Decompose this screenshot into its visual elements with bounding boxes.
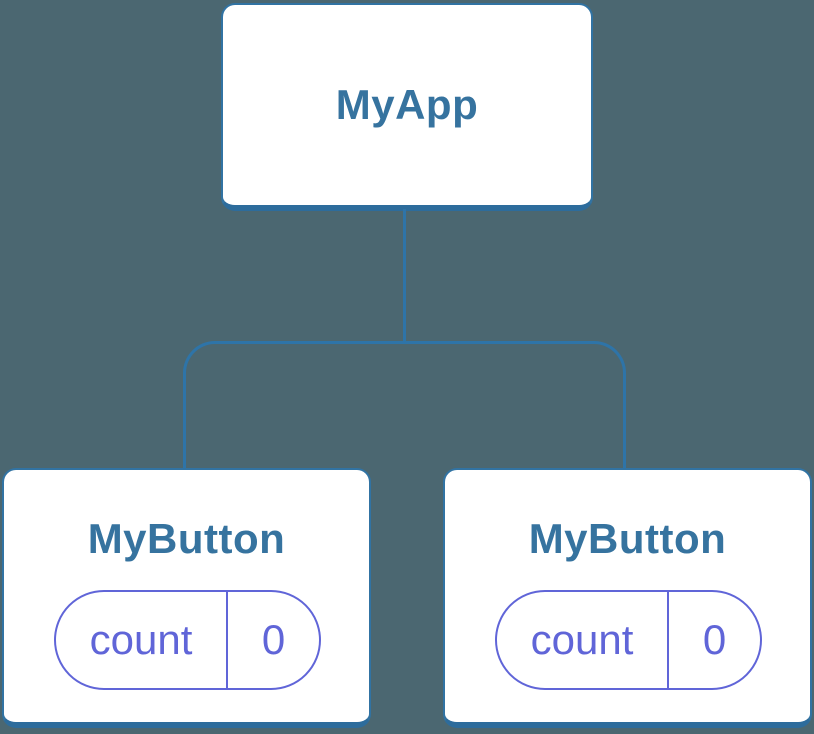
state-value: 0	[261, 616, 286, 663]
tree-connector-branch	[183, 341, 626, 469]
state-pill-right: count 0	[495, 590, 762, 690]
node-title-mybutton-left: MyButton	[87, 515, 286, 562]
component-node-mybutton-right: MyButton count 0	[443, 468, 812, 728]
state-key-label: count	[56, 592, 228, 688]
component-node-myapp: MyApp	[221, 3, 593, 211]
component-node-mybutton-left: MyButton count 0	[2, 468, 371, 728]
state-value: 0	[702, 616, 727, 663]
node-title-myapp: MyApp	[335, 81, 479, 128]
tree-connector-stem	[403, 209, 406, 343]
state-key-label: count	[497, 592, 669, 688]
node-title-mybutton-right: MyButton	[528, 515, 727, 562]
state-pill-left: count 0	[54, 590, 321, 690]
